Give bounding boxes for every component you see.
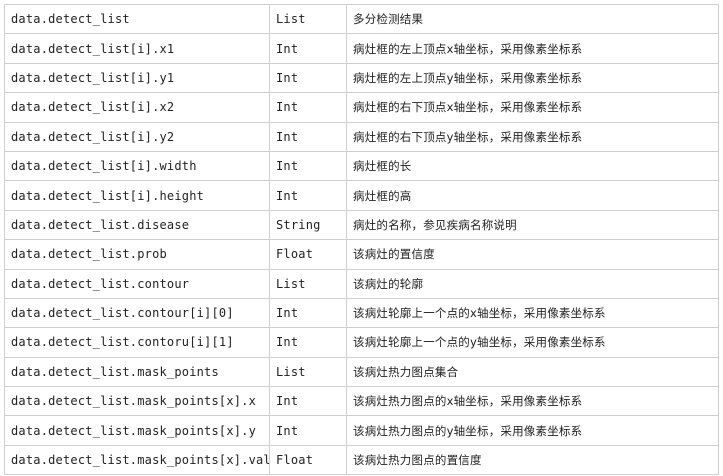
table-row: data.detect_list.contoru[i][1] Int 该病灶轮廓… xyxy=(4,327,719,358)
table-row: data.detect_list.prob Float 该病灶的置信度 xyxy=(4,239,719,270)
table-row: data.detect_list.mask_points List 该病灶热力图… xyxy=(4,356,719,388)
field-description-cell: 病灶框的高 xyxy=(346,180,719,211)
field-description-cell: 病灶框的右下顶点x轴坐标，采用像素坐标系 xyxy=(346,92,719,123)
field-name-cell: data.detect_list.prob xyxy=(4,239,270,270)
field-name-cell: data.detect_list[i].y1 xyxy=(4,62,270,94)
table-row: data.detect_list.mask_points[x].value Fl… xyxy=(4,444,719,476)
field-type-cell: Int xyxy=(269,62,347,94)
field-type-cell: Int xyxy=(269,121,347,152)
field-type-cell: List xyxy=(269,356,347,388)
table-body: data.detect_list List 多分检测结果 data.detect… xyxy=(4,3,719,476)
field-description-cell: 病灶框的左上顶点y轴坐标，采用像素坐标系 xyxy=(346,62,719,94)
field-name-cell: data.detect_list[i].height xyxy=(4,180,270,211)
field-name-cell: data.detect_list[i].y2 xyxy=(4,121,270,152)
field-name-cell: data.detect_list[i].x2 xyxy=(4,92,270,123)
field-type-cell: Int xyxy=(269,33,347,64)
field-type-cell: Int xyxy=(269,297,347,329)
table-row: data.detect_list[i].x1 Int 病灶框的左上顶点x轴坐标，… xyxy=(4,33,719,64)
table-row: data.detect_list.mask_points[x].x Int 该病… xyxy=(4,386,719,417)
field-description-cell: 该病灶热力图点的x轴坐标，采用像素坐标系 xyxy=(346,386,719,417)
field-type-cell: Int xyxy=(269,327,347,358)
field-type-cell: String xyxy=(269,209,347,241)
field-name-cell: data.detect_list[i].x1 xyxy=(4,33,270,64)
table-row: data.detect_list[i].height Int 病灶框的高 xyxy=(4,180,719,211)
field-type-cell: Float xyxy=(269,239,347,270)
table-row: data.detect_list[i].y1 Int 病灶框的左上顶点y轴坐标，… xyxy=(4,62,719,94)
field-type-cell: Int xyxy=(269,150,347,182)
field-name-cell: data.detect_list.contour[i][0] xyxy=(4,297,270,329)
field-description-cell: 该病灶轮廓上一个点的y轴坐标，采用像素坐标系 xyxy=(346,327,719,358)
field-description-cell: 该病灶的轮廓 xyxy=(346,268,719,299)
table-row: data.detect_list[i].x2 Int 病灶框的右下顶点x轴坐标，… xyxy=(4,92,719,123)
field-name-cell: data.detect_list[i].width xyxy=(4,150,270,182)
table-row: data.detect_list List 多分检测结果 xyxy=(4,3,719,35)
field-type-cell: Int xyxy=(269,386,347,417)
field-description-cell: 该病灶热力图点集合 xyxy=(346,356,719,388)
field-description-cell: 该病灶的置信度 xyxy=(346,239,719,270)
field-description-cell: 病灶的名称，参见疾病名称说明 xyxy=(346,209,719,241)
field-definition-table: data.detect_list List 多分检测结果 data.detect… xyxy=(4,3,719,476)
field-type-cell: Int xyxy=(269,92,347,123)
field-type-cell: Int xyxy=(269,180,347,211)
table-row: data.detect_list[i].width Int 病灶框的长 xyxy=(4,150,719,182)
field-name-cell: data.detect_list.mask_points[x].y xyxy=(4,415,270,446)
field-description-cell: 该病灶轮廓上一个点的x轴坐标，采用像素坐标系 xyxy=(346,297,719,329)
field-type-cell: List xyxy=(269,268,347,299)
field-description-cell: 病灶框的左上顶点x轴坐标，采用像素坐标系 xyxy=(346,33,719,64)
table-row: data.detect_list.mask_points[x].y Int 该病… xyxy=(4,415,719,446)
field-name-cell: data.detect_list xyxy=(4,3,270,35)
field-description-cell: 该病灶热力图点的置信度 xyxy=(346,444,719,476)
table-row: data.detect_list[i].y2 Int 病灶框的右下顶点y轴坐标，… xyxy=(4,121,719,152)
field-name-cell: data.detect_list.mask_points xyxy=(4,356,270,388)
field-description-cell: 病灶框的长 xyxy=(346,150,719,182)
field-type-cell: Float xyxy=(269,444,347,476)
field-description-cell: 多分检测结果 xyxy=(346,3,719,35)
table-row: data.detect_list.contour List 该病灶的轮廓 xyxy=(4,268,719,299)
field-name-cell: data.detect_list.contoru[i][1] xyxy=(4,327,270,358)
table-row: data.detect_list.disease String 病灶的名称，参见… xyxy=(4,209,719,241)
field-description-cell: 病灶框的右下顶点y轴坐标，采用像素坐标系 xyxy=(346,121,719,152)
field-name-cell: data.detect_list.contour xyxy=(4,268,270,299)
field-name-cell: data.detect_list.mask_points[x].value xyxy=(4,444,270,476)
table-row: data.detect_list.contour[i][0] Int 该病灶轮廓… xyxy=(4,297,719,329)
field-type-cell: Int xyxy=(269,415,347,446)
field-name-cell: data.detect_list.mask_points[x].x xyxy=(4,386,270,417)
field-name-cell: data.detect_list.disease xyxy=(4,209,270,241)
field-type-cell: List xyxy=(269,3,347,35)
field-description-cell: 该病灶热力图点的y轴坐标，采用像素坐标系 xyxy=(346,415,719,446)
